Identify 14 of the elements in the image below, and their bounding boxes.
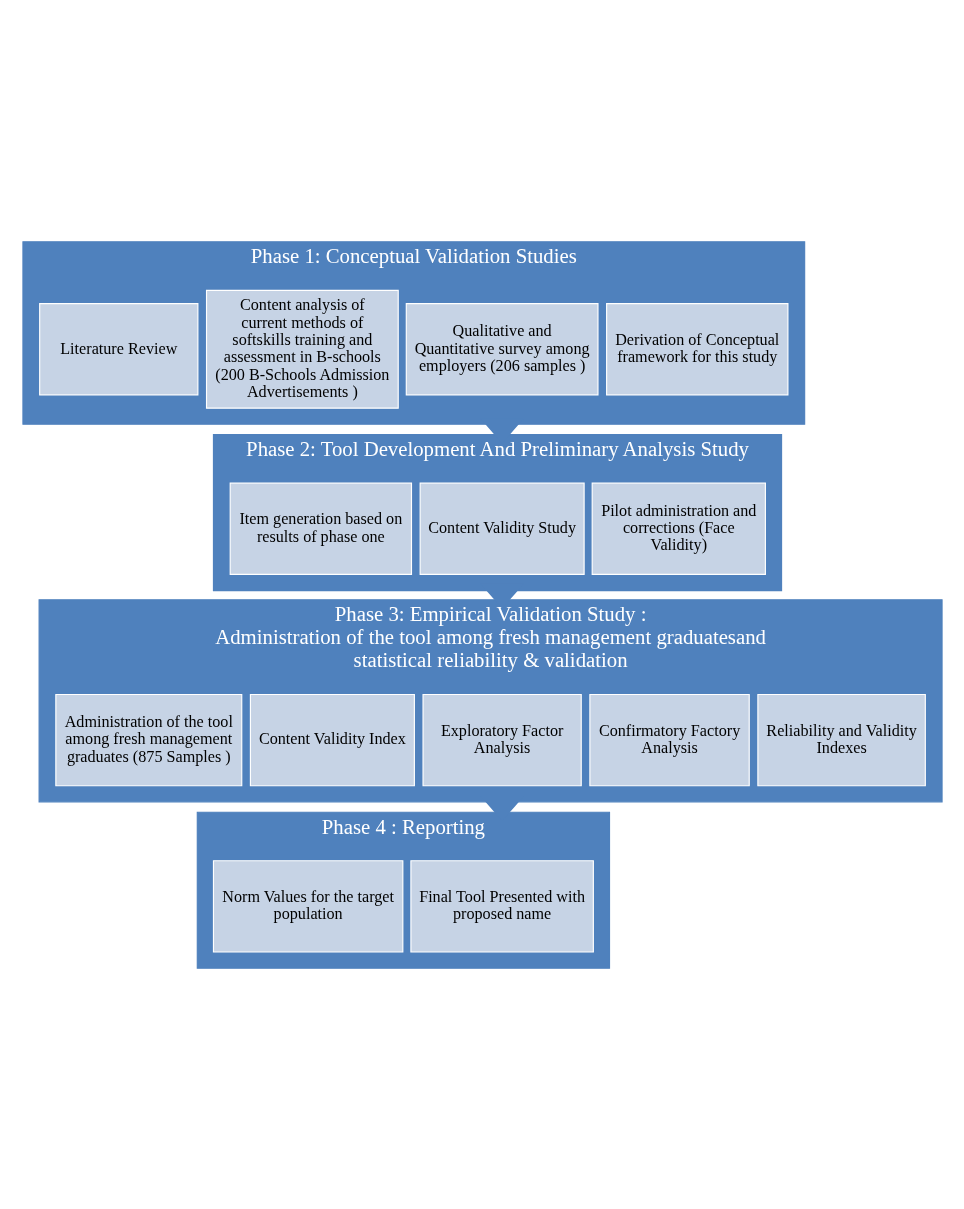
node-box: Derivation of Conceptual framework for this study (605, 302, 788, 395)
node-box: Administration of the tool among fresh management graduates (875 Samples ) (54, 693, 242, 786)
node-box: Qualitative and Quantitative survey among employers (206 samples ) (405, 302, 599, 395)
node-box: Pilot administration and corrections (Face Validity) (591, 482, 766, 575)
node-box: Exploratory Factor Analysis (421, 693, 582, 786)
node-box: Reliability and Validity Indexes (756, 693, 926, 786)
node-box: Literature Review (38, 302, 198, 395)
node-box: Content Validity Index (249, 693, 415, 786)
node-box: Content analysis of current methods of softskills training and assessment in B-schools (200 B-Schools Admission Advertisements ) (205, 289, 399, 409)
node-box: Confirmatory Factory Analysis (588, 693, 750, 786)
node-box: Norm Values for the target population (212, 859, 403, 953)
node-box: Content Validity Study (419, 482, 585, 575)
node-box: Final Tool Presented with proposed name (409, 859, 594, 953)
node-box: Item generation based on results of phase one (229, 482, 412, 575)
